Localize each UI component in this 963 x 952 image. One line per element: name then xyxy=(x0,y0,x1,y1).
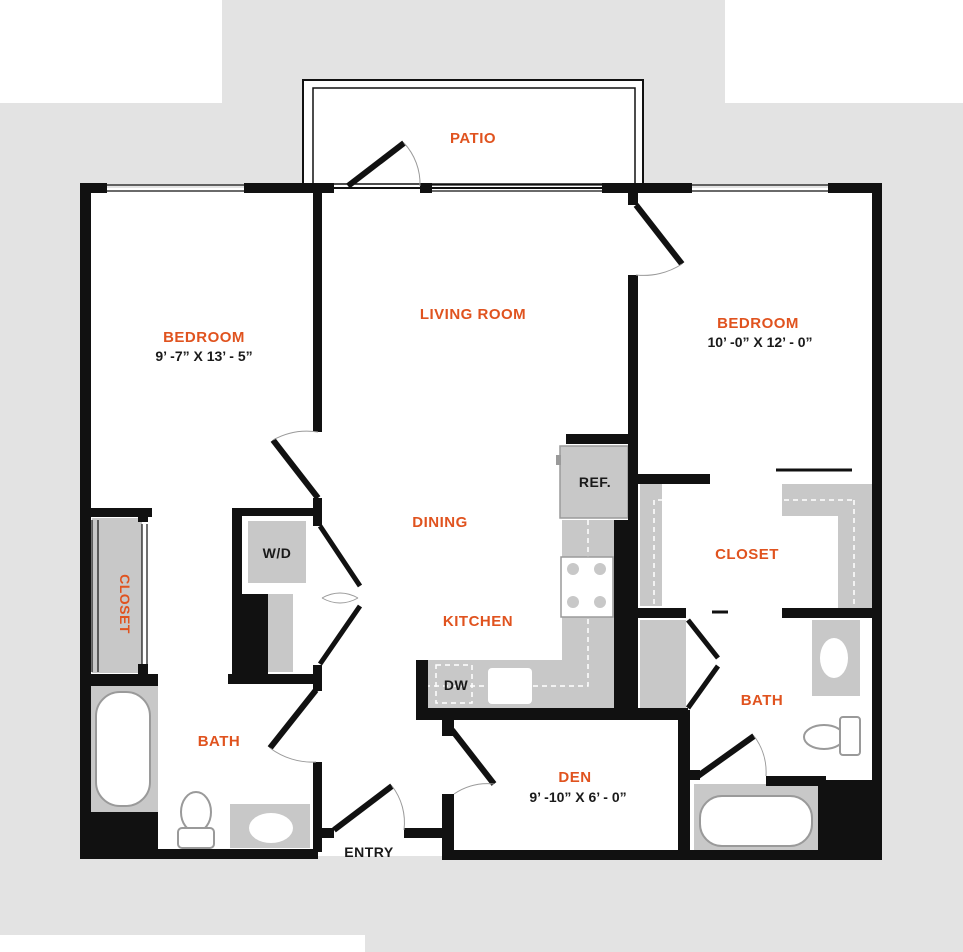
patio-area xyxy=(302,79,644,189)
dining-label: DINING xyxy=(412,514,468,531)
walls xyxy=(80,183,882,860)
windows xyxy=(91,184,828,672)
closet-left-label: CLOSET xyxy=(117,574,133,634)
left-bathtub-icon xyxy=(95,691,151,807)
kitchen-label: KITCHEN xyxy=(443,613,513,630)
kitchen-sink-icon xyxy=(488,668,532,704)
washer-dryer-label: W/D xyxy=(263,545,292,561)
range-icon xyxy=(560,556,614,618)
den-dims: 9’ -10” X 6’ - 0” xyxy=(529,789,626,805)
unit-interior xyxy=(86,188,878,856)
right-bathtub-icon xyxy=(699,795,813,847)
refrigerator-label: REF. xyxy=(579,474,611,490)
left-toilet-icon xyxy=(177,791,215,849)
bath-right-label: BATH xyxy=(741,692,784,709)
closet-right-label: CLOSET xyxy=(715,546,779,563)
patio-label: PATIO xyxy=(450,130,496,147)
bedroom-right-dims: 10’ -0” X 12’ - 0” xyxy=(707,334,812,350)
den-label: DEN xyxy=(558,769,591,786)
bedroom-left-dims: 9’ -7” X 13’ - 5” xyxy=(155,348,252,364)
bath-left-label: BATH xyxy=(198,733,241,750)
left-sink-icon xyxy=(249,813,293,843)
doors xyxy=(267,140,852,833)
entry-label: ENTRY xyxy=(344,844,394,860)
right-sink-icon xyxy=(820,638,848,678)
dishwasher-label: DW xyxy=(444,677,469,693)
bedroom-right-label: BEDROOM xyxy=(717,315,799,332)
living-room-label: LIVING ROOM xyxy=(420,306,526,323)
right-toilet-icon xyxy=(803,716,861,756)
bedroom-left-label: BEDROOM xyxy=(163,329,245,346)
refrigerator-icon xyxy=(559,445,629,519)
